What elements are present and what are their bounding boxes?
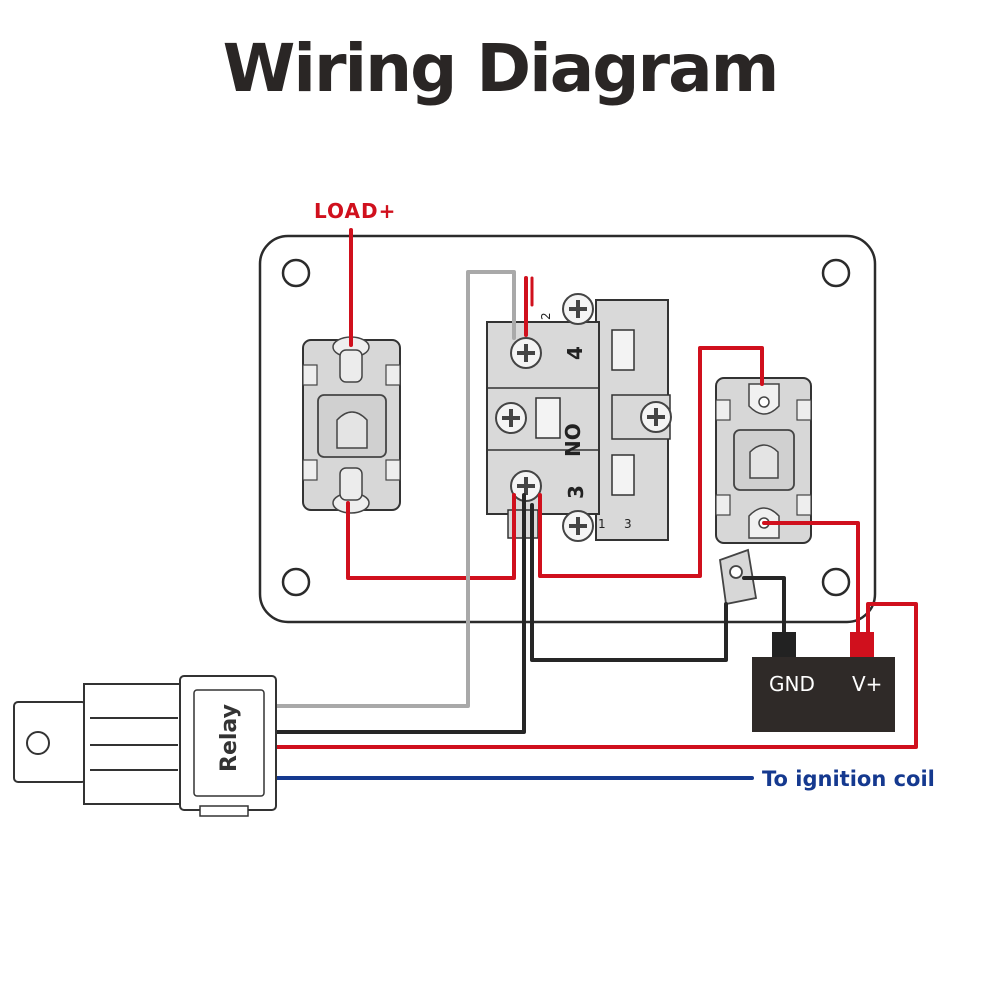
pin-label-4: 4: [563, 346, 587, 360]
toggle-switch-left: [302, 336, 401, 514]
pin-label-no: NO: [561, 423, 585, 457]
wire-gray: [272, 270, 516, 708]
pin-small-bottom-alt: 3: [624, 517, 632, 531]
wire-black-relay: [272, 493, 526, 734]
wire-red-to-right-switch: [538, 346, 764, 578]
mount-hole-bottom-left: [281, 567, 311, 597]
pin-label-3: 3: [564, 485, 588, 499]
wire-red-left-bottom: [346, 493, 516, 580]
toggle-switch-right: [715, 377, 812, 544]
wire-black-ground: [530, 503, 728, 662]
mount-hole-bottom-right: [821, 567, 851, 597]
battery: GND V+: [752, 632, 895, 732]
ignition-label: To ignition coil: [762, 767, 935, 791]
ground-lug: [719, 548, 758, 606]
relay: Relay: [13, 675, 277, 817]
wire-black-gnd: [742, 576, 786, 642]
wire-red-relay: [272, 602, 918, 749]
mount-hole-top-right: [821, 258, 851, 288]
pin-small-bottom: 1: [598, 517, 606, 531]
wire-red-to-vplus: [762, 521, 860, 642]
mount-hole-top-left: [281, 258, 311, 288]
page-title: Wiring Diagram: [222, 30, 780, 107]
push-switch-block: 4 NO 3 2 1 3: [486, 293, 672, 542]
load-label: LOAD+: [314, 199, 396, 223]
battery-vplus-label: V+: [852, 672, 882, 696]
pin-small-top: 2: [539, 312, 553, 320]
battery-gnd-label: GND: [769, 672, 815, 696]
relay-label: Relay: [217, 704, 242, 772]
